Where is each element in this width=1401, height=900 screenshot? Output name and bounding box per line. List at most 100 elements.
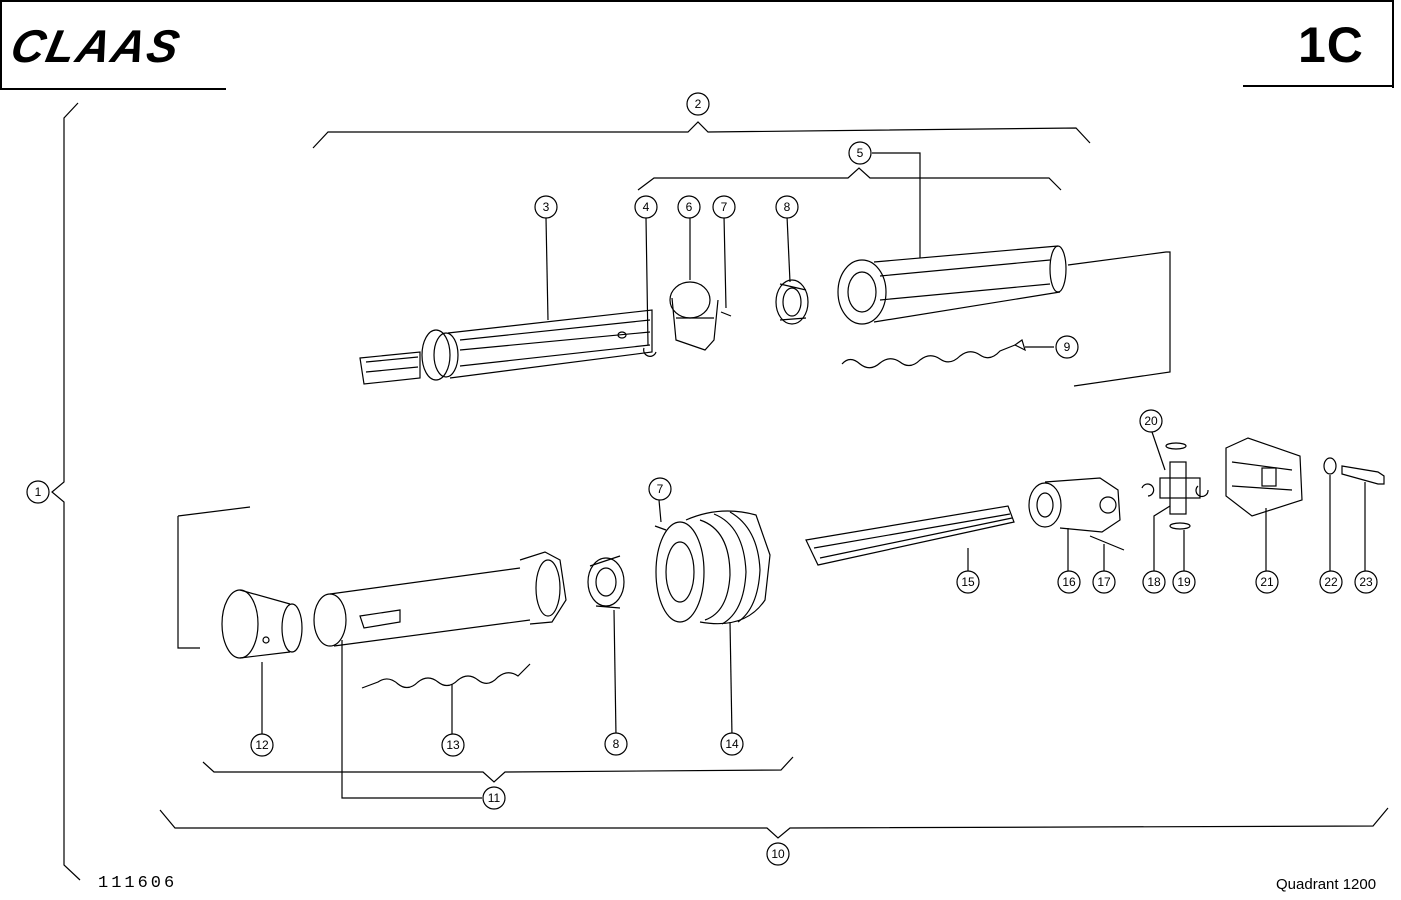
- part-20-leader: [1151, 431, 1166, 471]
- lower-tube-bracket: [177, 506, 251, 649]
- part-15-profile-shaft: [805, 505, 1015, 566]
- header-right-rule: [1392, 0, 1394, 88]
- callout-number: 3: [543, 200, 550, 214]
- callout-number: 7: [721, 200, 728, 214]
- header-left-rule: [0, 0, 2, 88]
- callout-number: 18: [1147, 575, 1161, 589]
- callout-number: 2: [695, 97, 702, 111]
- callout-c20: 20: [1139, 409, 1163, 433]
- model-name: Quadrant 1200: [1276, 876, 1377, 893]
- callout-circle: [1092, 570, 1116, 594]
- callout-circle: [250, 733, 274, 757]
- callout-c4: 4: [634, 195, 658, 219]
- callout-number: 17: [1097, 575, 1111, 589]
- part-8a-leader: [786, 215, 791, 283]
- claas-logo: CLAAS: [8, 20, 186, 71]
- part-5-outer-shield: [837, 245, 1067, 325]
- header-bottom-rule-left: [0, 88, 226, 90]
- callout-circle: [482, 786, 506, 810]
- callout-number: 8: [784, 200, 791, 214]
- part-7a-screw: [720, 215, 732, 317]
- callout-c21: 21: [1255, 570, 1279, 594]
- callout-c6: 6: [677, 195, 701, 219]
- callout-c19: 19: [1172, 570, 1196, 594]
- callout-circle: [720, 732, 744, 756]
- callout-circle: [677, 195, 701, 219]
- callout-number: 11: [488, 791, 501, 805]
- callout-c1: 1: [26, 480, 50, 504]
- callout-circle: [1172, 570, 1196, 594]
- callout-c2: 2: [686, 92, 710, 116]
- callout-number: 6: [686, 200, 693, 214]
- callout-c22: 22: [1319, 570, 1343, 594]
- callout-c7b: 7: [648, 477, 672, 501]
- callout-circle: [1055, 335, 1079, 359]
- callout-number: 15: [961, 575, 975, 589]
- assembly-10-bracket: [159, 807, 1389, 839]
- callout-c18: 18: [1142, 570, 1166, 594]
- callout-c12: 12: [250, 733, 274, 757]
- part-22-nut: [1323, 457, 1337, 475]
- callout-c7a: 7: [712, 195, 736, 219]
- callout-number: 21: [1260, 575, 1274, 589]
- callout-circle: [712, 195, 736, 219]
- callout-circle: [534, 195, 558, 219]
- assembly-5-leader: [872, 152, 921, 258]
- callout-c10: 10: [766, 842, 790, 866]
- callout-number: 23: [1359, 575, 1373, 589]
- header-top-rule: [0, 0, 1394, 2]
- part-8b-leader: [613, 609, 617, 737]
- assembly-2-bracket: [312, 121, 1091, 149]
- callout-c8a: 8: [775, 195, 799, 219]
- assembly-5-bracket: [637, 167, 1062, 191]
- part-11-outer-tube: [313, 551, 567, 647]
- assembly-11-bracket: [202, 756, 794, 783]
- callout-c15: 15: [956, 570, 980, 594]
- callout-number: 20: [1144, 414, 1158, 428]
- callout-circle: [848, 141, 872, 165]
- callout-number: 14: [725, 737, 739, 751]
- callout-circle: [634, 195, 658, 219]
- callout-number: 13: [446, 738, 460, 752]
- part-12-sleeve: [221, 589, 303, 659]
- parts-18-20-cross-kit: [1141, 442, 1209, 530]
- callout-c9: 9: [1055, 335, 1079, 359]
- callout-circle: [1255, 570, 1279, 594]
- callout-number: 1: [35, 485, 42, 499]
- callout-c14: 14: [720, 732, 744, 756]
- callout-number: 4: [643, 200, 650, 214]
- callout-circle: [604, 732, 628, 756]
- callout-circle: [1139, 409, 1163, 433]
- claas-logo-text: CLAAS: [8, 20, 186, 71]
- callout-circle: [686, 92, 710, 116]
- callout-number: 10: [771, 847, 785, 861]
- callout-circle: [1057, 570, 1081, 594]
- part-17-pin: [1089, 535, 1125, 551]
- callout-c8b: 8: [604, 732, 628, 756]
- part-3-leader: [545, 217, 549, 321]
- callout-circle: [648, 477, 672, 501]
- callout-circle: [1354, 570, 1378, 594]
- callout-circle: [441, 733, 465, 757]
- part-7b-screw: [654, 499, 667, 531]
- header-bottom-rule-right: [1243, 85, 1394, 87]
- callout-number: 8: [613, 737, 620, 751]
- page-code: 1C: [1298, 17, 1364, 73]
- upper-tube-bracket: [1067, 251, 1171, 387]
- callout-c5: 5: [848, 141, 872, 165]
- assembly-11-leader: [341, 640, 482, 799]
- assembly-1-bracket: [51, 102, 81, 881]
- part-8a-bearing-ring: [775, 279, 809, 325]
- part-21-outer-yoke: [1225, 437, 1303, 517]
- drawing-number: 111606: [98, 874, 178, 893]
- callout-circle: [1319, 570, 1343, 594]
- callout-c11: 11: [482, 786, 506, 810]
- callout-c3: 3: [534, 195, 558, 219]
- callout-number: 5: [857, 146, 864, 160]
- callout-c17: 17: [1092, 570, 1116, 594]
- part-18-leader: [1153, 505, 1171, 575]
- part-16-yoke: [1028, 477, 1121, 533]
